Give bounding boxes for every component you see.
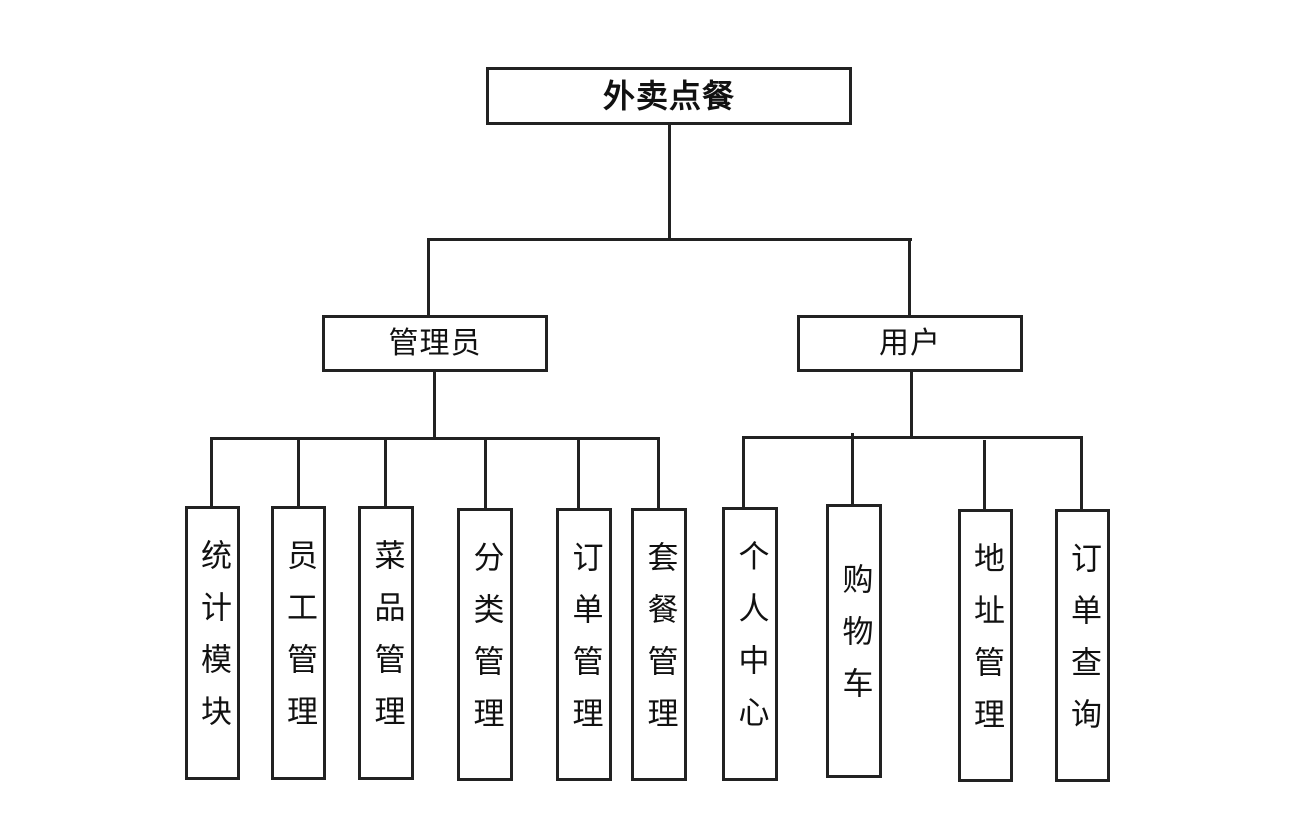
user-leaf-node-3: 地址管理 [958,509,1013,782]
connector-user-child-4 [1080,436,1083,510]
connector-admin-stem [433,370,436,439]
root-node: 外卖点餐 [486,67,852,125]
admin-leaf-node-1: 统计模块 [185,506,240,780]
admin-leaf-label-4: 分类管理 [467,540,504,749]
user-leaf-label-1: 个人中心 [732,540,769,748]
connector-admin-child-3 [384,437,387,507]
admin-leaf-node-6: 套餐管理 [631,508,687,781]
connector-user-drop [908,238,911,316]
connector-user-child-3 [983,440,986,510]
admin-node-label: 管理员 [388,325,482,361]
admin-node: 管理员 [322,315,548,372]
connector-admin-bus [210,437,660,440]
user-node-label: 用户 [879,325,941,361]
user-leaf-node-4: 订单查询 [1055,509,1110,782]
connector-admin-drop [427,238,430,316]
connector-admin-child-5 [577,437,580,509]
user-leaf-label-2: 购物车 [836,563,873,719]
user-leaf-label-3: 地址管理 [968,541,1004,750]
admin-leaf-label-5: 订单管理 [566,540,603,749]
user-leaf-label-4: 订单查询 [1065,541,1101,750]
admin-leaf-label-3: 菜品管理 [368,539,405,747]
admin-leaf-node-5: 订单管理 [556,508,612,781]
user-leaf-node-2: 购物车 [826,504,882,778]
connector-admin-child-6 [657,437,660,509]
root-node-label: 外卖点餐 [602,77,735,115]
connector-user-stem [910,370,913,439]
user-node: 用户 [797,315,1023,372]
admin-leaf-label-1: 统计模块 [195,539,231,747]
connector-user-child-1 [742,436,745,508]
connector-admin-child-4 [484,437,487,509]
admin-leaf-label-6: 套餐管理 [641,540,678,749]
connector-user-child-2 [851,433,854,506]
user-leaf-node-1: 个人中心 [722,507,778,781]
admin-leaf-node-4: 分类管理 [457,508,513,781]
connector-user-bus [742,436,1083,439]
admin-leaf-node-2: 员工管理 [271,506,326,780]
connector-admin-child-2 [297,437,300,507]
connector-root-stem [668,124,671,240]
admin-leaf-node-3: 菜品管理 [358,506,414,780]
admin-leaf-label-2: 员工管理 [281,539,317,747]
connector-admin-child-1 [210,437,213,507]
connector-level1-bus [428,238,912,241]
